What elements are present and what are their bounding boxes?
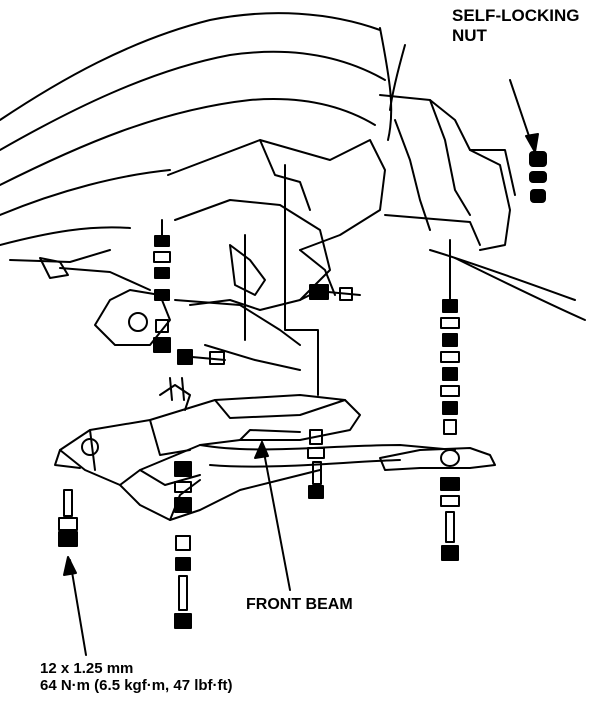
self-locking-nut-label-line1: SELF-LOCKING (452, 6, 580, 25)
torque-value-text: 64 N·m (6.5 kgf·m, 47 lbf·ft) (40, 677, 233, 695)
bolt-stack-front-beam-right (307, 429, 325, 499)
front-beam-label: FRONT BEAM (246, 596, 353, 613)
bolt-stack-left (58, 489, 78, 547)
bolt-stack-front-beam-center (174, 461, 192, 629)
bolt-horizontal-upper (309, 284, 361, 301)
lower-control-arm (379, 447, 496, 471)
bolt-stack-self-locking-nut (529, 151, 547, 203)
leader-lines (63, 79, 539, 656)
torque-spec-label: 12 x 1.25 mm 64 N·m (6.5 kgf·m, 47 lbf·f… (40, 660, 233, 695)
self-locking-nut-label: SELF-LOCKING NUT (452, 6, 580, 45)
vehicle-body-outline (0, 12, 586, 371)
bolt-stack-center-upper (153, 219, 226, 365)
self-locking-nut-label-line2: NUT (452, 25, 487, 45)
bolt-size-text: 12 x 1.25 mm (40, 660, 134, 677)
front-beam (54, 377, 456, 521)
bolt-stack-right (440, 239, 460, 561)
